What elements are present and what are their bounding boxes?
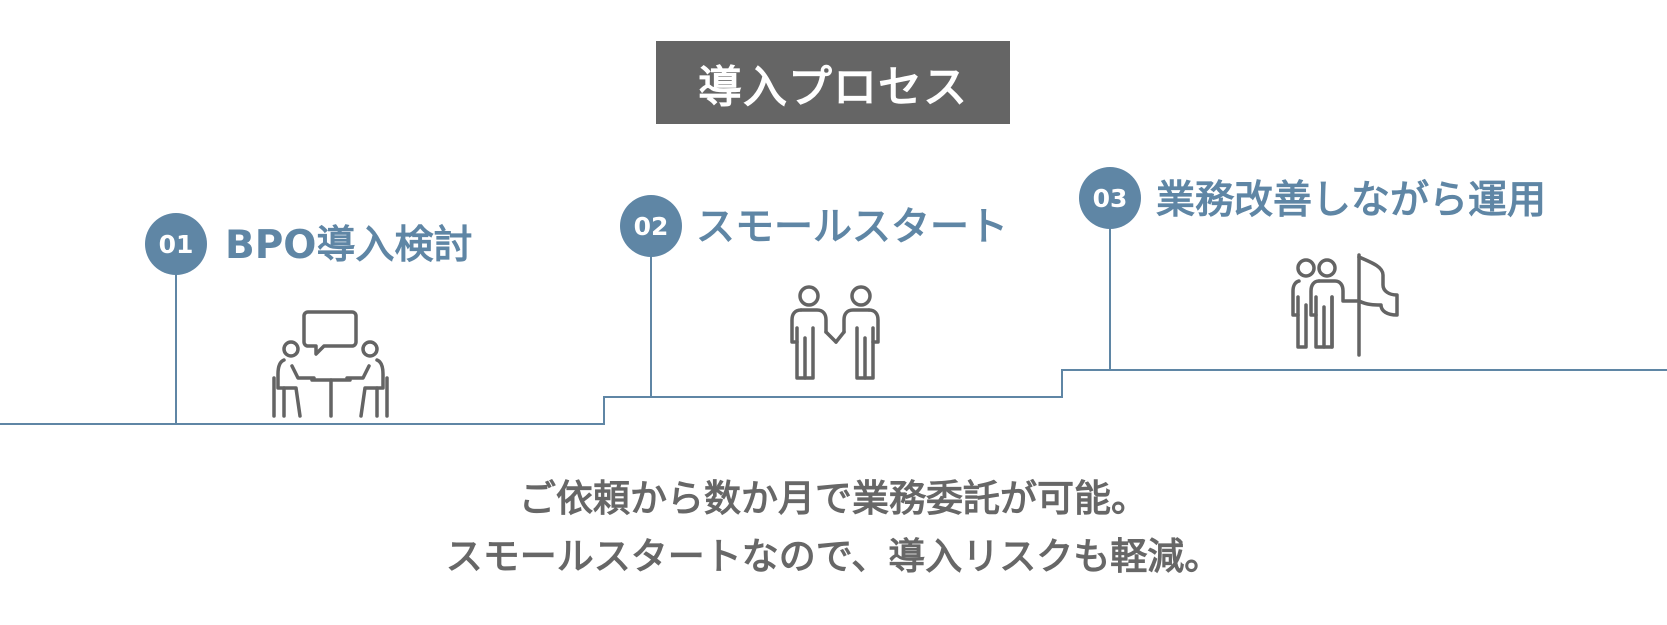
step-2-badge: 02 (620, 195, 682, 257)
handshake-icon (790, 285, 880, 380)
page-title: 導入プロセス (656, 41, 1010, 124)
step-3-badge: 03 (1079, 167, 1141, 229)
step-2-label: スモールスタート (696, 205, 1009, 250)
caption-line-2: スモールスタートなので、導入リスクも軽減。 (445, 535, 1222, 578)
step-3-label: 業務改善しながら運用 (1156, 178, 1547, 223)
step-1-label: BPO導入検討 (225, 223, 473, 268)
caption: ご依頼から数か月で業務委託が可能。 スモールスタートなので、導入リスクも軽減。 (0, 470, 1667, 586)
step-1-badge: 01 (145, 213, 207, 275)
flag-team-icon (1291, 253, 1399, 357)
caption-line-1: ご依頼から数か月で業務委託が可能。 (519, 477, 1148, 520)
meeting-icon (272, 310, 389, 418)
